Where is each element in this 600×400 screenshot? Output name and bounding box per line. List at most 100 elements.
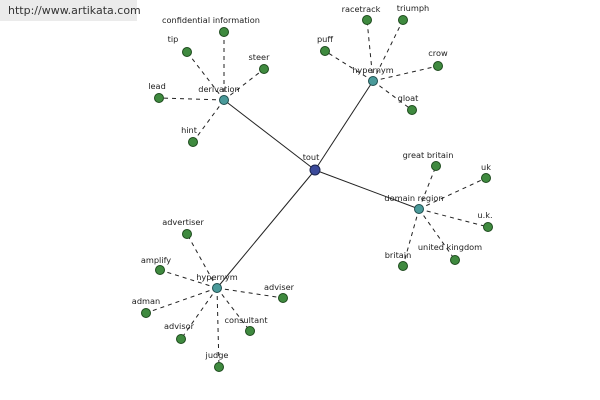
leaf-node-advertiser-label[interactable]: advertiser <box>162 217 204 227</box>
root-node-tout-dot[interactable] <box>309 164 321 176</box>
leaf-node-amplify-dot[interactable] <box>155 265 165 275</box>
leaf-node-consultant[interactable]: consultant <box>224 315 268 336</box>
leaf-node-adviser-dot[interactable] <box>278 293 288 303</box>
leaf-node-crow-label[interactable]: crow <box>428 48 448 58</box>
edge-derivation-lead <box>158 97 225 101</box>
leaf-node-amplify[interactable]: amplify <box>141 255 171 275</box>
leaf-node-gloat-label[interactable]: gloat <box>398 93 419 103</box>
leaf-node-judge[interactable]: judge <box>205 350 229 372</box>
leaf-node-adman[interactable]: adman <box>132 296 160 318</box>
leaf-node-uk-dot[interactable] <box>481 173 491 183</box>
leaf-node-racetrack-label[interactable]: racetrack <box>342 4 381 14</box>
edge-root-hypernym-top <box>314 80 374 171</box>
leaf-node-advertiser[interactable]: advertiser <box>162 217 204 239</box>
leaf-node-united-kingdom-dot[interactable] <box>450 255 460 265</box>
hub-node-derivation-dot[interactable] <box>219 95 229 105</box>
hub-node-domain-region-dot[interactable] <box>414 204 424 214</box>
leaf-node-advisor-label[interactable]: advisor <box>164 321 195 331</box>
leaf-node-uk[interactable]: uk <box>481 162 491 183</box>
leaf-node-lead-dot[interactable] <box>154 93 164 103</box>
leaf-node-racetrack-dot[interactable] <box>362 15 372 25</box>
leaf-node-advisor[interactable]: advisor <box>164 321 195 344</box>
edge-derivation-tip <box>186 51 225 101</box>
leaf-node-confidential-information-label[interactable]: confidential information <box>162 15 260 25</box>
leaf-node-racetrack[interactable]: racetrack <box>342 4 381 25</box>
leaf-node-u-k-dot[interactable] <box>483 222 493 232</box>
leaf-node-adman-dot[interactable] <box>141 308 151 318</box>
leaf-node-great-britain[interactable]: great britain <box>403 150 454 171</box>
hub-node-domain-region[interactable]: domain region <box>384 193 444 214</box>
leaf-node-u-k[interactable]: u.k. <box>477 210 493 232</box>
leaf-node-britain-label[interactable]: britain <box>385 250 412 260</box>
hub-node-hypernym-bottom[interactable]: hypernym <box>196 272 238 293</box>
hub-node-derivation[interactable]: derivation <box>198 84 240 105</box>
edge-derivation-steer <box>223 68 265 101</box>
edge-root-hypernym-bottom <box>216 169 316 289</box>
leaf-node-tip-dot[interactable] <box>182 47 192 57</box>
leaf-node-steer[interactable]: steer <box>249 52 271 74</box>
edge-hypernym-top-racetrack <box>366 19 374 82</box>
leaf-node-united-kingdom[interactable]: united kingdom <box>418 242 482 265</box>
hub-node-hypernym-top-dot[interactable] <box>368 76 378 86</box>
leaf-node-triumph-label[interactable]: triumph <box>397 3 429 13</box>
leaf-node-tip-label[interactable]: tip <box>168 34 179 44</box>
edge-hypernym-bottom-consultant <box>216 287 251 332</box>
leaf-node-u-k-label[interactable]: u.k. <box>477 210 492 220</box>
leaf-node-consultant-dot[interactable] <box>245 326 255 336</box>
hub-node-hypernym-top[interactable]: hypernym <box>352 65 394 86</box>
edges-layer <box>145 19 489 368</box>
leaf-node-hint-label[interactable]: hint <box>181 125 198 135</box>
site-url-banner[interactable]: http://www.artikata.com <box>0 0 141 21</box>
leaf-node-judge-dot[interactable] <box>214 362 224 372</box>
leaf-node-steer-dot[interactable] <box>259 64 269 74</box>
leaf-node-great-britain-label[interactable]: great britain <box>403 150 454 160</box>
hub-node-hypernym-top-label[interactable]: hypernym <box>352 65 394 75</box>
leaf-node-lead-label[interactable]: lead <box>148 81 166 91</box>
edge-hypernym-bottom-amplify <box>159 269 218 289</box>
leaf-node-united-kingdom-label[interactable]: united kingdom <box>418 242 482 252</box>
edge-root-domain-region <box>314 169 420 210</box>
edge-hypernym-top-crow <box>372 65 439 82</box>
leaf-node-puff[interactable]: puff <box>317 34 333 56</box>
leaf-node-lead[interactable]: lead <box>148 81 166 103</box>
leaf-node-puff-label[interactable]: puff <box>317 34 333 44</box>
leaf-node-judge-label[interactable]: judge <box>205 350 229 360</box>
leaf-node-gloat[interactable]: gloat <box>398 93 419 115</box>
leaf-node-triumph[interactable]: triumph <box>397 3 429 25</box>
edge-hypernym-bottom-advertiser <box>186 233 218 289</box>
leaf-node-adviser-label[interactable]: adviser <box>264 282 295 292</box>
leaf-node-crow[interactable]: crow <box>428 48 448 71</box>
leaf-node-amplify-label[interactable]: amplify <box>141 255 171 265</box>
leaf-node-confidential-information-dot[interactable] <box>219 27 229 37</box>
root-node-tout[interactable]: tout <box>303 152 321 176</box>
edge-hypernym-bottom-judge <box>216 287 220 368</box>
hub-node-domain-region-label[interactable]: domain region <box>384 193 443 203</box>
leaf-node-advertiser-dot[interactable] <box>182 229 192 239</box>
leaf-node-triumph-dot[interactable] <box>398 15 408 25</box>
leaf-node-britain-dot[interactable] <box>398 261 408 271</box>
edge-derivation-hint <box>192 99 225 143</box>
leaf-node-great-britain-dot[interactable] <box>431 161 441 171</box>
leaf-node-puff-dot[interactable] <box>320 46 330 56</box>
hub-node-derivation-label[interactable]: derivation <box>198 84 239 94</box>
leaf-node-advisor-dot[interactable] <box>176 334 186 344</box>
leaf-node-steer-label[interactable]: steer <box>249 52 271 62</box>
leaf-node-britain[interactable]: britain <box>385 250 412 271</box>
leaf-node-adman-label[interactable]: adman <box>132 296 160 306</box>
leaf-node-consultant-label[interactable]: consultant <box>224 315 268 325</box>
hub-node-hypernym-bottom-label[interactable]: hypernym <box>196 272 238 282</box>
leaf-node-uk-label[interactable]: uk <box>481 162 491 172</box>
leaf-node-crow-dot[interactable] <box>433 61 443 71</box>
hub-node-hypernym-bottom-dot[interactable] <box>212 283 222 293</box>
leaf-node-adviser[interactable]: adviser <box>264 282 295 303</box>
leaf-node-gloat-dot[interactable] <box>407 105 417 115</box>
leaf-node-tip[interactable]: tip <box>168 34 192 57</box>
edge-hypernym-top-gloat <box>372 80 413 111</box>
leaf-node-hint-dot[interactable] <box>188 137 198 147</box>
leaf-node-hint[interactable]: hint <box>181 125 198 147</box>
leaf-node-confidential-information[interactable]: confidential information <box>162 15 260 37</box>
root-node-tout-label[interactable]: tout <box>303 152 320 162</box>
edge-root-derivation <box>223 99 316 171</box>
edge-hypernym-top-puff <box>324 50 374 82</box>
